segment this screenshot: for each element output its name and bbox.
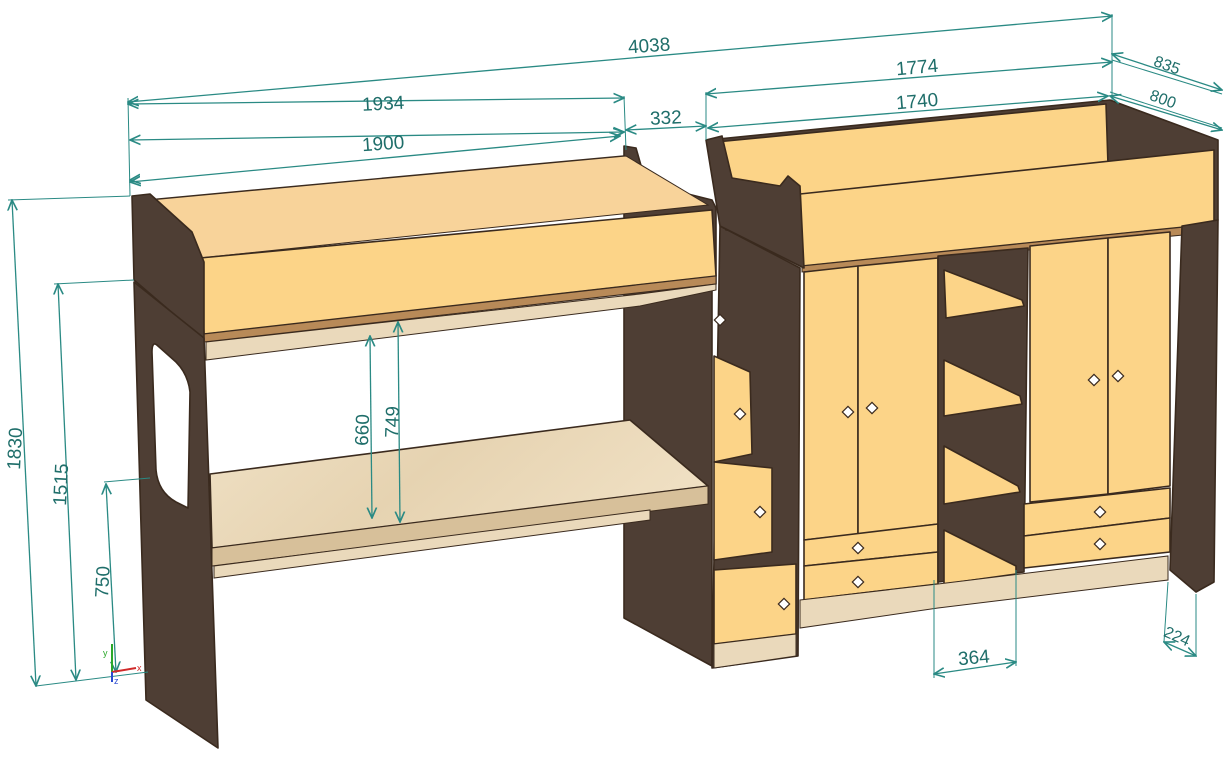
axis-y-label: y xyxy=(103,648,108,658)
axis-x-label: x xyxy=(137,663,142,673)
desk-lower-rail xyxy=(213,509,651,579)
handle-w1-left xyxy=(841,405,855,419)
left-bed-module xyxy=(131,145,717,749)
handle-w2-drawer-1 xyxy=(1093,505,1107,519)
stair-step-plinth xyxy=(713,633,797,669)
left-bed-underside xyxy=(205,283,717,361)
dim-bed1-inner: 1900 xyxy=(361,132,405,156)
dim-shelf-width: 364 xyxy=(957,646,991,670)
wardrobe-2-door-right xyxy=(1107,231,1171,495)
dim-total-width: 4038 xyxy=(627,34,671,58)
handle-w2-left xyxy=(1087,373,1101,387)
dim-gap: 332 xyxy=(649,107,682,130)
dimension-lines: 4038 1934 1900 332 1774 1740 835 800 183… xyxy=(4,14,1222,686)
dim-height-desk: 750 xyxy=(92,566,115,599)
handle-w2-drawer-2 xyxy=(1093,537,1107,551)
right-bed-headboard xyxy=(705,135,805,269)
handle-stair-1 xyxy=(713,313,727,327)
wardrobe-2-door-left xyxy=(1029,237,1109,503)
shelf-3 xyxy=(943,445,1021,505)
handle-w1-right xyxy=(865,401,879,415)
axis-z-label: z xyxy=(114,676,119,686)
dim-bed1-outer: 1934 xyxy=(362,93,406,116)
handle-w2-right xyxy=(1111,369,1125,383)
axis-indicator: y x z xyxy=(103,644,142,686)
dim-height-total: 1830 xyxy=(4,427,27,470)
stairs-module xyxy=(711,225,801,669)
desk-front-edge xyxy=(211,485,709,567)
handle-w1-drawer-2 xyxy=(851,575,865,589)
handle-stair-2 xyxy=(733,407,747,421)
stair-step-2 xyxy=(713,461,773,561)
shelf-1 xyxy=(943,269,1025,319)
handle-w1-drawer-1 xyxy=(851,541,865,555)
handle-stair-3 xyxy=(753,505,767,519)
right-module-end-panel xyxy=(1169,219,1219,593)
side-panel-window xyxy=(151,343,191,509)
dim-bed2-inner: 1740 xyxy=(895,90,939,115)
handles xyxy=(713,313,1125,611)
dim-clear-660: 660 xyxy=(352,414,374,446)
wardrobe-1-door-left xyxy=(803,265,859,541)
shelf-2 xyxy=(943,359,1023,417)
dim-clear-749: 749 xyxy=(382,406,404,438)
right-module-plinth xyxy=(799,555,1169,629)
dim-depth-outer: 835 xyxy=(1151,53,1182,78)
dim-bed2-outer: 1774 xyxy=(895,56,939,81)
left-module-side-panel xyxy=(133,281,219,749)
handle-stair-4 xyxy=(777,597,791,611)
stair-step-1 xyxy=(713,355,753,463)
wardrobe-1-door-right xyxy=(857,257,939,535)
dim-plinth-depth: 224 xyxy=(1161,624,1192,650)
dim-height-bed: 1515 xyxy=(50,463,73,506)
